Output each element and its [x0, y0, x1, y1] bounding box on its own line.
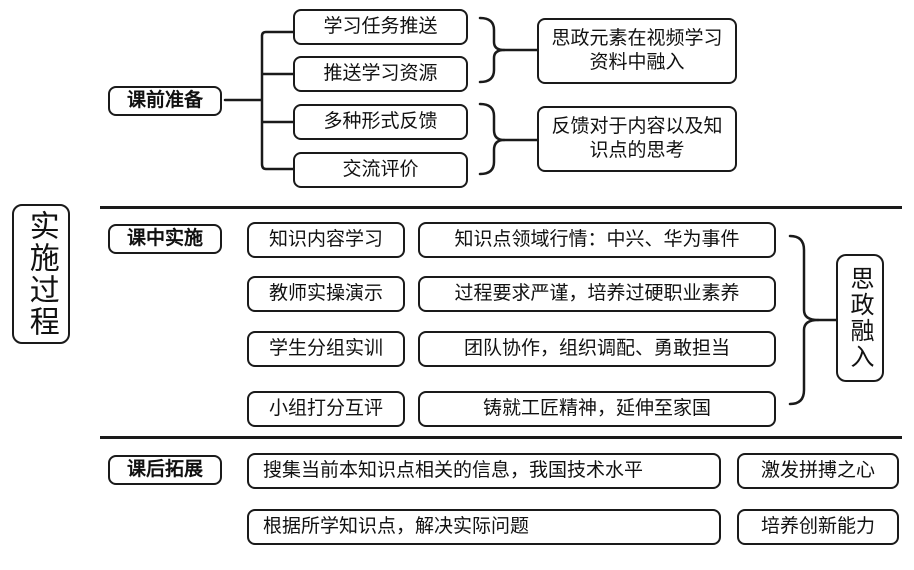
post-class-outcome-1: 激发拼搏之心 [737, 453, 899, 489]
pre-class-brace-top [478, 16, 506, 84]
in-class-item-1: 知识内容学习 [247, 222, 405, 258]
in-class-item-3: 学生分组实训 [247, 331, 405, 367]
section-divider-2 [100, 436, 902, 439]
pre-class-left-brace [223, 30, 295, 171]
section-divider-1 [100, 206, 902, 209]
in-class-item-2: 教师实操演示 [247, 276, 405, 312]
in-class-ideology-1: 知识点领域行情：中兴、华为事件 [418, 222, 776, 258]
post-class-label: 课后拓展 [108, 455, 222, 485]
in-class-item-4: 小组打分互评 [247, 391, 405, 427]
in-class-ideology-4: 铸就工匠精神，延伸至家国 [418, 391, 776, 427]
ideology-integration: 思政融入 [836, 254, 884, 382]
pre-class-outcome-1: 思政元素在视频学习资料中融入 [537, 18, 737, 84]
post-class-item-2: 根据所学知识点，解决实际问题 [247, 509, 721, 545]
post-class-outcome-2: 培养创新能力 [737, 509, 899, 545]
pre-class-item-3: 多种形式反馈 [293, 104, 468, 140]
pre-class-item-1: 学习任务推送 [293, 9, 468, 45]
pre-class-outcome-2: 反馈对于内容以及知识点的思考 [537, 106, 737, 172]
in-class-ideology-2: 过程要求严谨，培养过硬职业素养 [418, 276, 776, 312]
in-class-right-brace [788, 234, 820, 406]
in-class-ideology-3: 团队协作，组织调配、勇敢担当 [418, 331, 776, 367]
post-class-item-1: 搜集当前本知识点相关的信息，我国技术水平 [247, 453, 721, 489]
in-class-label: 课中实施 [108, 224, 222, 254]
pre-class-label: 课前准备 [108, 86, 222, 116]
pre-class-item-2: 推送学习资源 [293, 56, 468, 92]
process-title: 实施过程 [12, 204, 70, 344]
pre-class-brace-bottom [478, 102, 506, 176]
pre-class-item-4: 交流评价 [293, 152, 468, 188]
